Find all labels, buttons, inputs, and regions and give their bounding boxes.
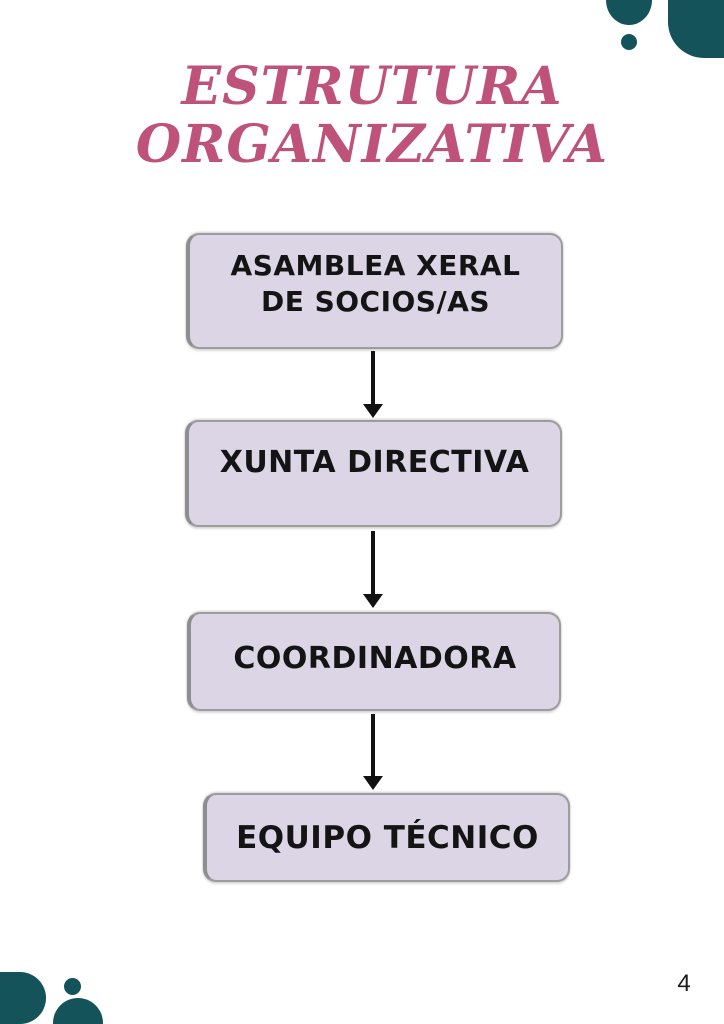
arrow-stem xyxy=(371,714,375,776)
flow-arrow-down-2 xyxy=(362,531,384,608)
half-pill-ornament-icon xyxy=(0,972,46,1024)
flow-box-label-line: ASAMBLEA XERAL xyxy=(230,248,521,282)
rounded-corner-block-ornament-icon xyxy=(668,0,724,58)
flow-box-xunta-directiva: XUNTA DIRECTIVA xyxy=(185,420,562,527)
flow-box-label-line: COORDINADORA xyxy=(233,641,517,676)
dot-ornament-icon xyxy=(621,34,637,50)
page-title: ESTRUTURA ORGANIZATIVA xyxy=(135,56,609,176)
flow-box-label-line: XUNTA DIRECTIVA xyxy=(219,445,530,480)
flow-box-label-line: DE SOCIOS/AS xyxy=(260,285,491,318)
semicircle-ornament-icon xyxy=(606,0,652,25)
arrow-stem xyxy=(371,351,375,404)
flow-box-asamblea-xeral: ASAMBLEA XERAL DE SOCIOS/AS xyxy=(186,233,563,349)
arrow-head-icon xyxy=(363,776,383,790)
flow-arrow-down-1 xyxy=(362,351,384,418)
flow-arrow-down-3 xyxy=(362,714,384,790)
flow-box-label-line: EQUIPO TÉCNICO xyxy=(236,819,539,856)
arrow-head-icon xyxy=(363,404,383,418)
flow-box-coordinadora: COORDINADORA xyxy=(187,612,561,711)
arrow-head-icon xyxy=(363,594,383,608)
flow-box-equipo-tecnico: EQUIPO TÉCNICO xyxy=(203,793,570,882)
dot-ornament-icon xyxy=(64,978,81,995)
circle-ornament-icon xyxy=(53,998,103,1024)
page-number: 4 xyxy=(677,970,691,997)
arrow-stem xyxy=(371,531,375,594)
